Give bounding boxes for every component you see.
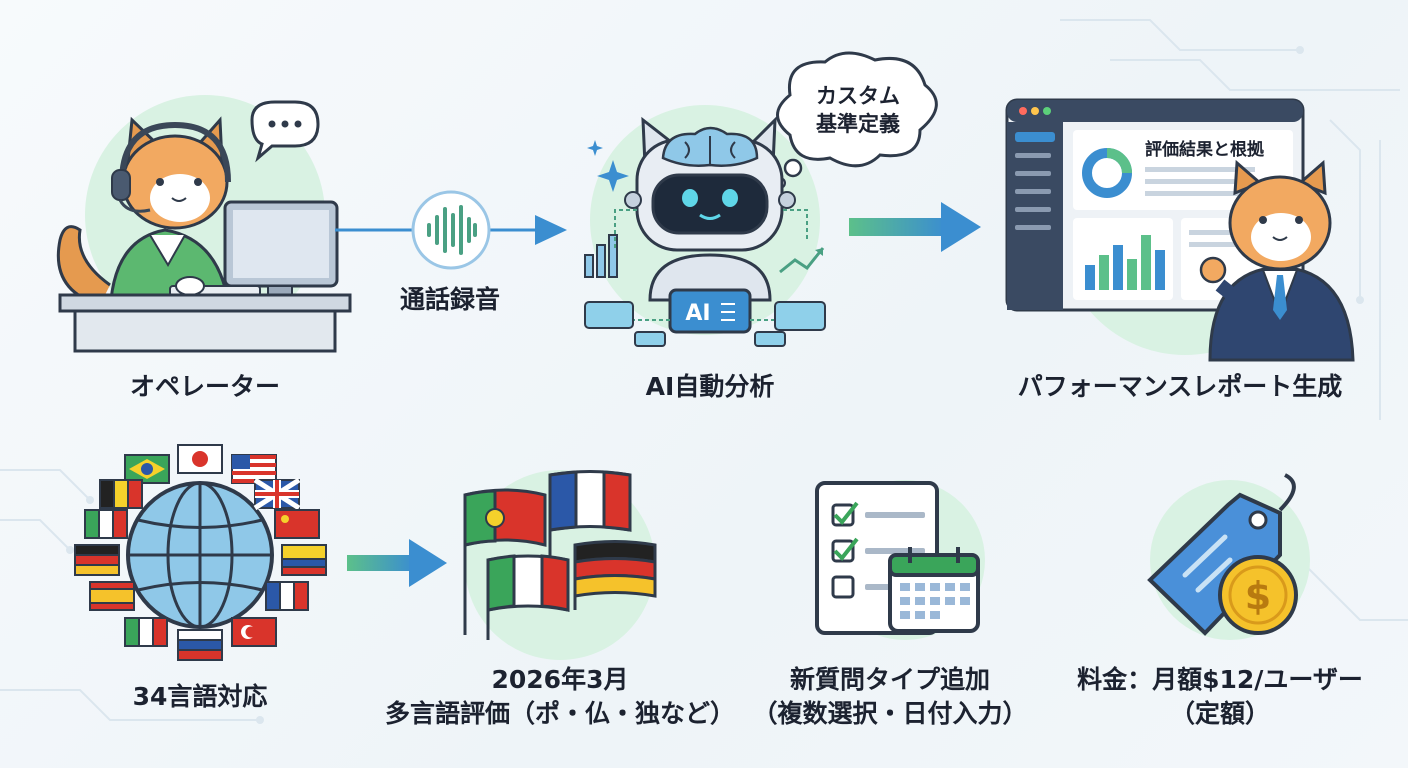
question-types-detail: （複数選択・日付入力） — [752, 698, 1028, 728]
flag-portugal-icon — [463, 488, 547, 635]
recording-flow-arrow — [335, 190, 567, 270]
flag-france-icon — [265, 581, 309, 611]
thought-line-2: 基準定義 — [816, 112, 900, 136]
dollar-coin-icon: $ — [1218, 555, 1298, 635]
flag-france-icon — [548, 470, 632, 570]
business-cat-icon — [1199, 159, 1355, 362]
ai-analysis-label: AI自動分析 — [645, 372, 775, 401]
flag-china-icon — [274, 509, 320, 539]
flag-italy-icon — [84, 509, 128, 539]
multilingual-date: 2026年3月 — [491, 665, 629, 694]
calendar-icon — [888, 547, 980, 633]
report-panel-title: 評価結果と根拠 — [1145, 139, 1265, 160]
donut-chart-icon — [1082, 148, 1132, 198]
flag-usa-icon — [231, 454, 277, 484]
ai-robot-illustration: カスタム 基準定義 AI — [584, 51, 938, 347]
flag-russia-icon — [177, 629, 223, 661]
ai-chip-icon — [668, 288, 752, 334]
analysis-to-report-arrow — [849, 202, 981, 252]
flag-uk-icon — [253, 477, 301, 511]
coin-symbol: $ — [1245, 574, 1271, 618]
flag-brazil-icon — [124, 454, 170, 484]
flag-japan-icon — [177, 444, 223, 474]
pricing-note: （定額） — [1169, 698, 1270, 728]
multilingual-flags-illustration — [463, 470, 657, 660]
price-tag-icon — [1147, 473, 1296, 636]
report-label: パフォーマンスレポート生成 — [1017, 372, 1343, 401]
flag-italy-2-icon — [124, 617, 168, 647]
pricing-illustration: $ — [1147, 473, 1310, 640]
bar-chart-icon — [1085, 235, 1165, 290]
speech-bubble-icon — [250, 100, 320, 163]
question-types-title: 新質問タイプ追加 — [789, 665, 990, 694]
operator-illustration — [56, 95, 352, 353]
pricing-label: 料金：月額$12/ユーザー （定額） — [1055, 663, 1385, 731]
report-illustration: 評価結果と根拠 — [1005, 98, 1355, 362]
globe-languages-illustration — [74, 444, 327, 661]
pricing-amount: 料金：月額$12/ユーザー — [1077, 665, 1363, 694]
question-types-illustration — [815, 480, 985, 640]
thought-line-1: カスタム — [816, 84, 900, 108]
operator-label: オペレーター — [129, 372, 280, 401]
question-types-label: 新質問タイプ追加 （複数選択・日付入力） — [735, 663, 1045, 731]
languages-label: 34言語対応 — [132, 682, 268, 711]
flag-germany-icon — [573, 540, 657, 610]
multilingual-description: 多言語評価（ポ・仏・独など） — [384, 698, 735, 728]
sparkle-icon — [587, 140, 629, 192]
multilingual-label: 2026年3月 多言語評価（ポ・仏・独など） — [380, 663, 740, 731]
flag-italy-icon — [486, 554, 570, 640]
flag-spain-icon — [89, 581, 135, 611]
recording-label: 通話録音 — [399, 285, 500, 314]
languages-to-multilingual-arrow — [347, 539, 447, 587]
ai-chip-label: AI — [685, 301, 710, 326]
thought-cloud-icon: カスタム 基準定義 — [774, 51, 938, 189]
flag-germany-icon — [74, 544, 120, 576]
flag-turkey-icon — [231, 617, 277, 647]
flag-belgium-icon — [99, 479, 143, 509]
audio-waveform-icon — [411, 190, 491, 270]
flag-colombia-icon — [281, 544, 327, 576]
